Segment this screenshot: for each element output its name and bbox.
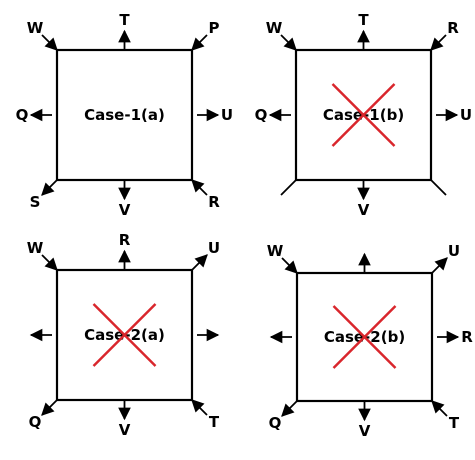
connector-arrow [430, 34, 447, 51]
red-cross-mark [92, 303, 157, 367]
connector-arrow [281, 257, 298, 274]
connector-arrow [41, 399, 58, 416]
node-label: T [209, 413, 220, 431]
case-panel: WURQVTCase-2(b) [267, 242, 473, 440]
connector-arrow [191, 34, 208, 51]
node-label: V [119, 201, 131, 219]
connector-arrow [430, 179, 447, 196]
node-label: P [209, 19, 220, 37]
node-label: Q [29, 413, 42, 431]
case-caption: Case-1(a) [84, 106, 165, 124]
node-label: Q [255, 106, 268, 124]
node-label: W [267, 242, 284, 260]
node-label: T [449, 414, 460, 432]
connector-arrow [191, 179, 208, 196]
node-label: V [359, 422, 371, 440]
red-cross-mark [332, 305, 397, 369]
connector-arrow [280, 34, 297, 51]
connector-arrow [41, 254, 58, 271]
node-label: W [266, 19, 283, 37]
connector-arrow [41, 179, 58, 196]
node-label: S [30, 193, 41, 211]
node-label: R [461, 328, 473, 346]
red-cross-mark [331, 83, 396, 147]
node-label: R [119, 231, 131, 249]
case-panel: WTRQUVCase-1(b) [255, 11, 472, 219]
case-panel: W T P Q U S V R Case-1(a) [16, 11, 233, 219]
connector-arrow [191, 399, 208, 416]
node-label: W [27, 19, 44, 37]
node-label: U [221, 106, 233, 124]
connector-arrow [431, 400, 448, 417]
connector-arrow [281, 400, 298, 417]
node-label: Q [269, 414, 282, 432]
node-label: U [208, 239, 220, 257]
node-label: W [27, 239, 44, 257]
node-label: V [358, 201, 370, 219]
node-label: R [208, 193, 220, 211]
node-label: V [119, 421, 131, 439]
case-panel: WRUQVTCase-2(a) [27, 231, 220, 439]
node-label: U [448, 242, 460, 260]
connector-arrow [191, 254, 208, 271]
connector-arrow [41, 34, 58, 51]
node-label: U [460, 106, 472, 124]
connector-arrow [431, 257, 448, 274]
node-label: R [447, 19, 459, 37]
connector-arrow [280, 179, 297, 196]
node-label: Q [16, 106, 29, 124]
node-label: T [358, 11, 369, 29]
node-label: T [119, 11, 130, 29]
panels-layer: WTPQUSVRCase-1(a)WTRQUVCase-1(b)WRUQVTCa… [16, 11, 474, 440]
